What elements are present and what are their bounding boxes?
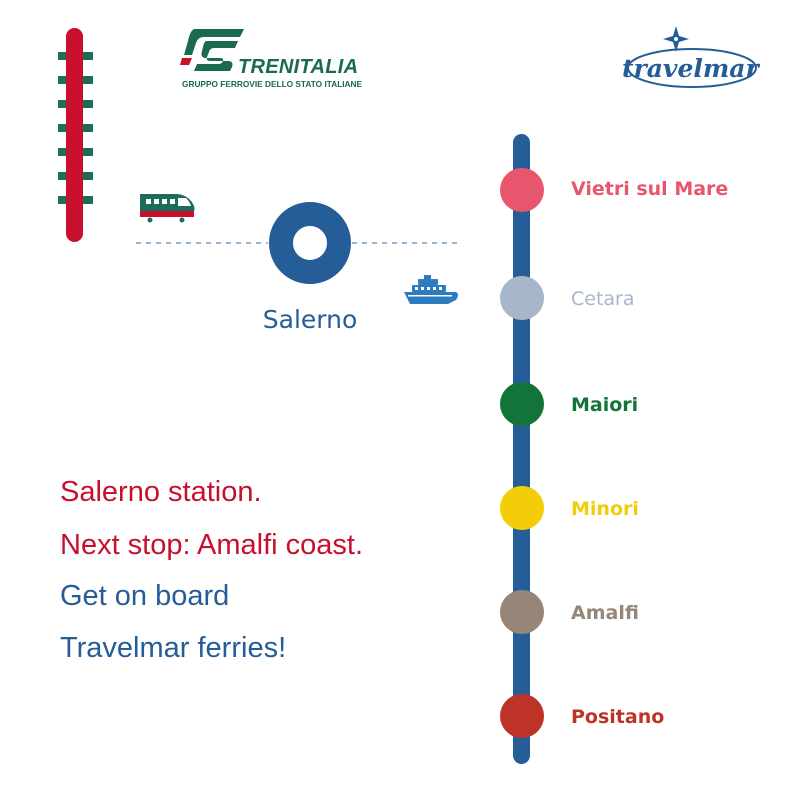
train-icon [140,194,195,223]
stop-label-cetara: Cetara [571,288,635,310]
stop-dot-amalfi [500,590,544,634]
message-line-3: Get on board [60,580,230,612]
stop-dot-maiori [500,382,544,426]
trenitalia-logo: TRENITALIA GRUPPO FERROVIE DELLO STATO I… [180,25,380,95]
rail-track-icon [58,28,93,242]
route-line [513,134,530,764]
message-line-4: Travelmar ferries! [60,632,287,664]
message-line-2: Next stop: Amalfi coast. [60,529,364,561]
stop-label-vietri: Vietri sul Mare [571,178,729,200]
travelmar-logo: travelmar [622,22,762,92]
station-ring-icon [269,202,351,284]
ferry-icon [404,275,458,304]
stop-dot-vietri-sul-mare [500,168,544,212]
stop-dot-minori [500,486,544,530]
travelmar-wordmark: travelmar [622,54,759,83]
stop-label-positano: Positano [571,706,665,728]
message-line-1: Salerno station. [60,476,262,508]
stop-dot-positano [500,694,544,738]
stop-label-amalfi: Amalfi [571,602,639,624]
stop-label-minori: Minori [571,498,639,520]
travelmar-swoosh-icon [627,26,757,88]
trenitalia-subtitle: GRUPPO FERROVIE DELLO STATO ITALIANE [182,79,363,89]
compass-rose-icon [663,26,689,52]
station-label: Salerno [262,305,358,334]
trenitalia-wordmark: TRENITALIA [238,56,359,78]
stop-dot-cetara [500,276,544,320]
trenitalia-fs-icon [180,29,244,71]
stop-label-maiori: Maiori [571,394,639,416]
stop-dots [500,168,544,738]
